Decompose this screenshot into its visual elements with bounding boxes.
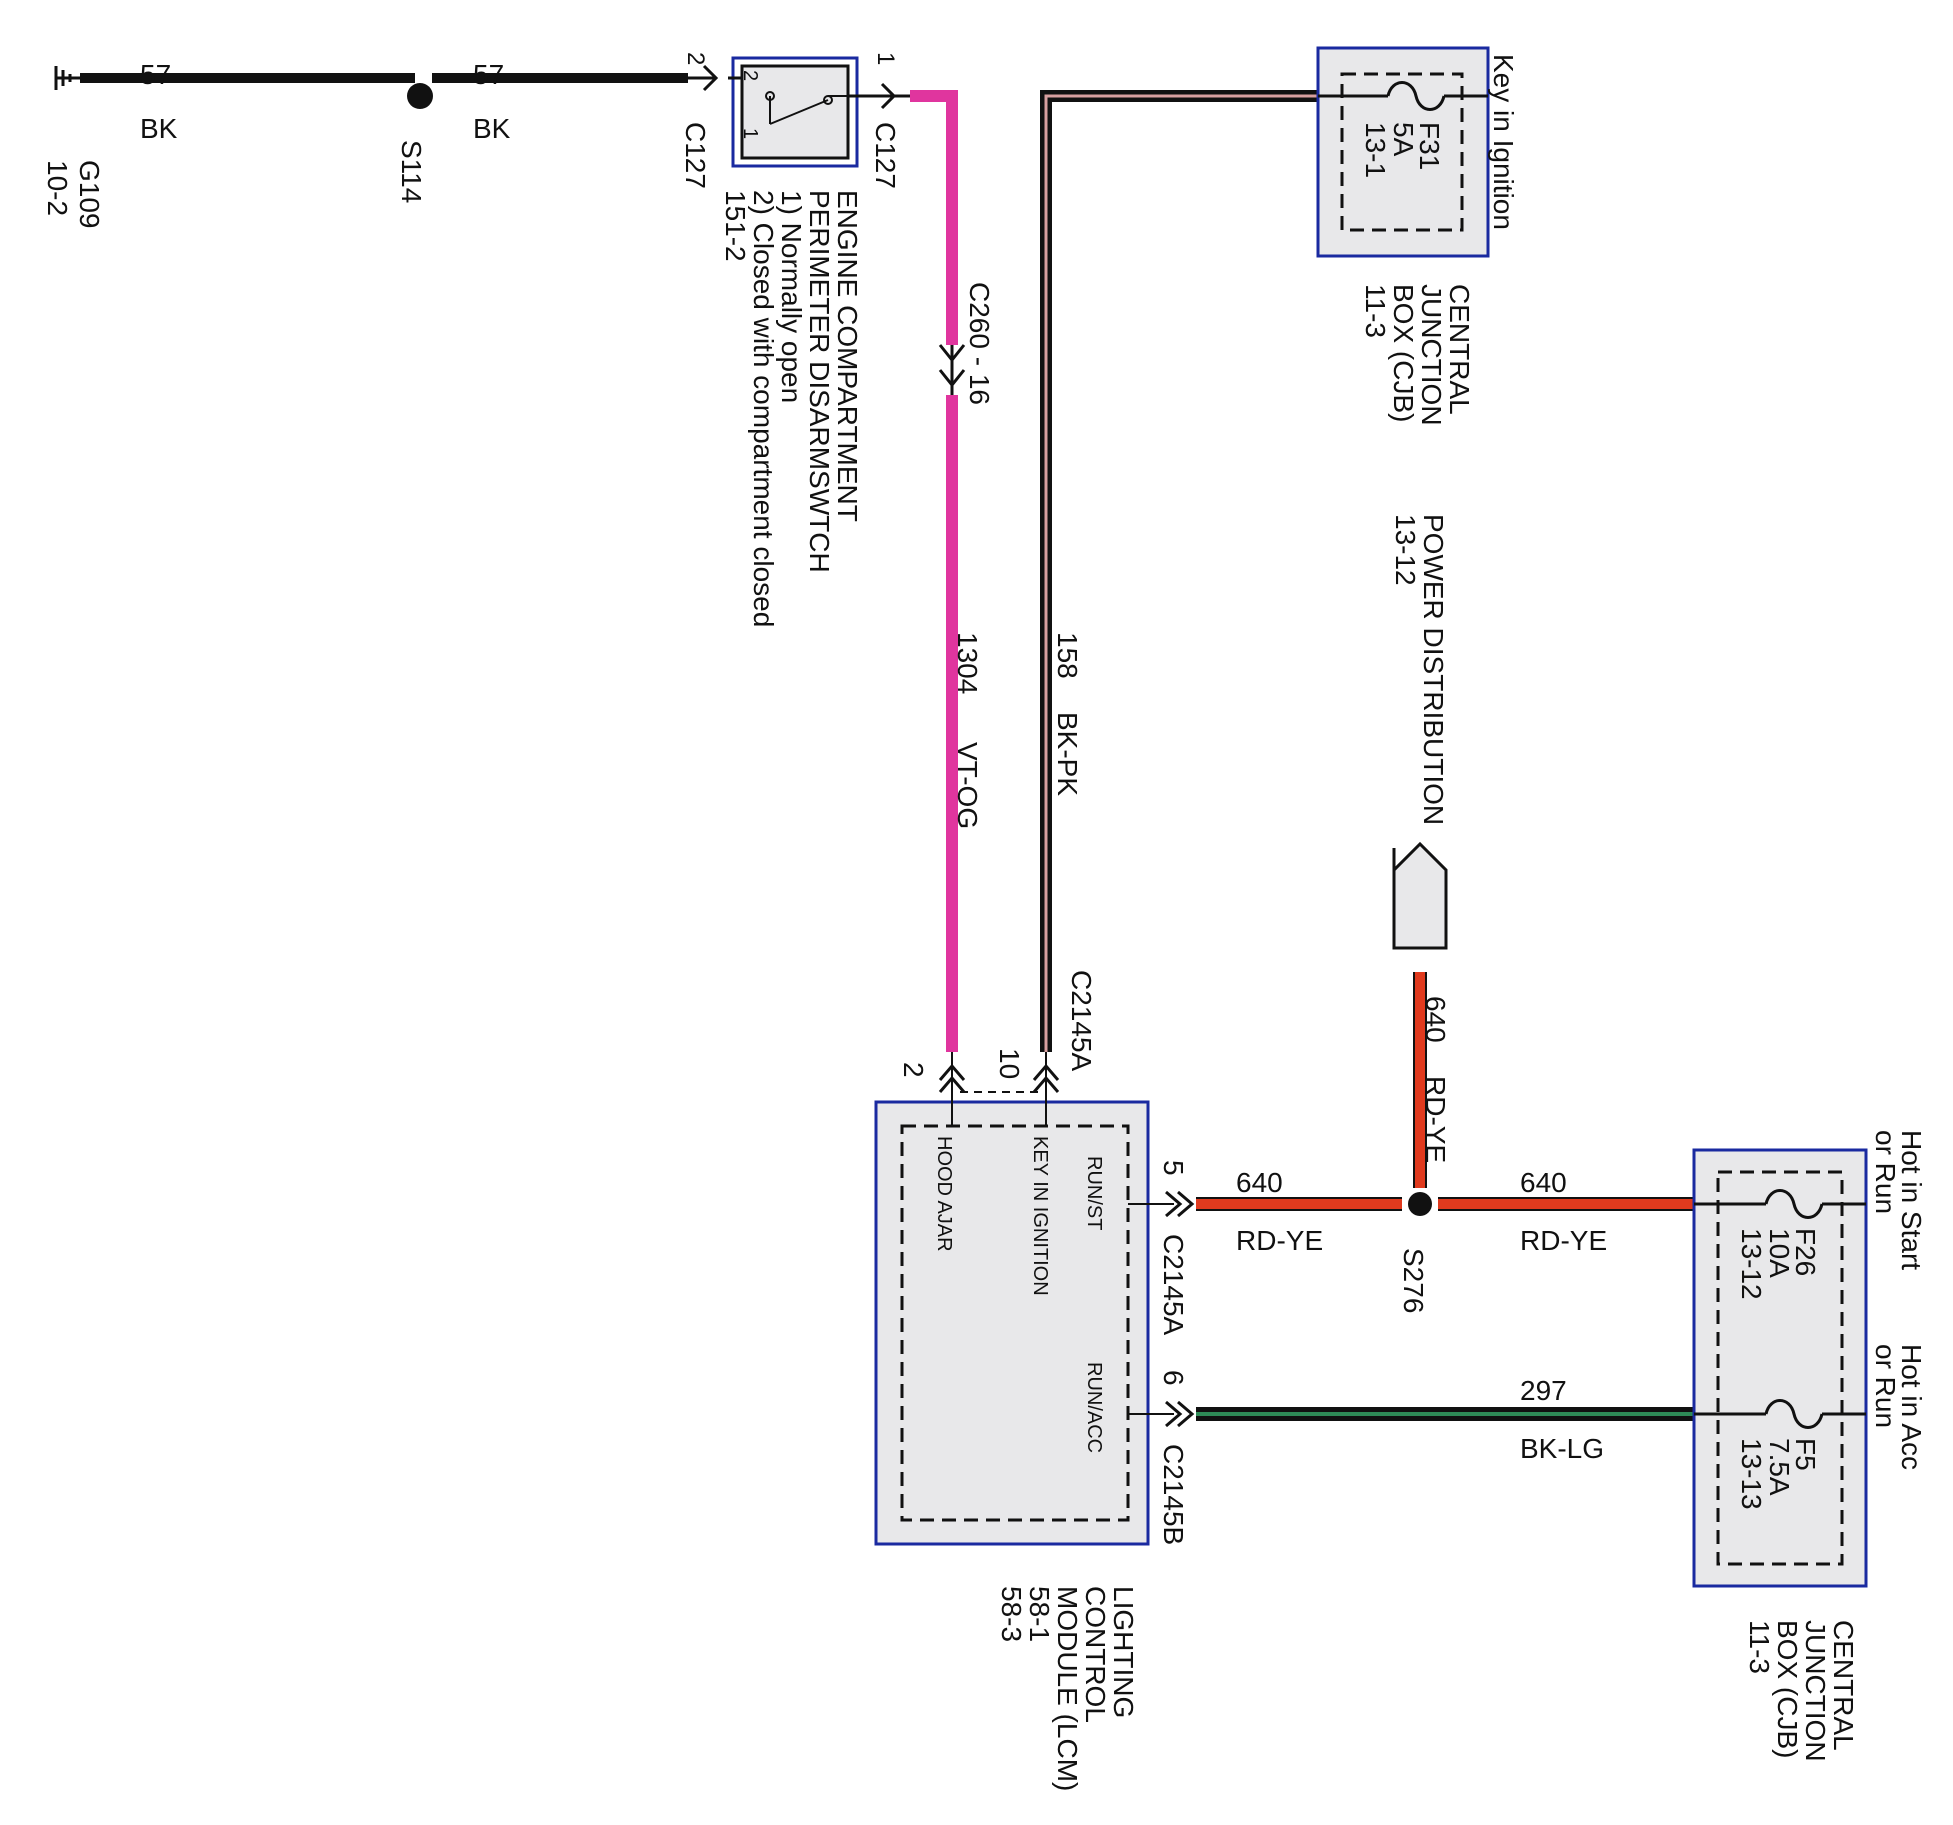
c127-right-label: C127: [870, 122, 901, 189]
c2145a-side-label: C2145A: [1158, 1234, 1189, 1336]
wire-1304: [910, 90, 958, 1052]
wire-57-color-left: BK: [140, 113, 178, 144]
c127-right-connector-icon: [870, 82, 910, 110]
splice-s276: [1408, 1192, 1432, 1216]
splice-s114: [407, 83, 433, 109]
cjb-top-title-2: JUNCTION: [1416, 284, 1447, 426]
cjb-bottom-title-2: JUNCTION: [1800, 1620, 1831, 1762]
c127-left-connector-icon: [688, 64, 719, 92]
lcm-label-runacc: RUN/ACC: [1083, 1362, 1105, 1453]
cjb-top-title-1: CENTRAL: [1444, 284, 1475, 415]
lcm-pin-2-connector-icon: [938, 1063, 966, 1093]
fuse-f26-ref: 13-12: [1736, 1228, 1767, 1300]
c127-left-label: C127: [680, 122, 711, 189]
cjb-top-ref: 11-3: [1360, 284, 1391, 338]
lcm-title-1: LIGHTING: [1108, 1586, 1139, 1718]
ground-id: G109: [74, 160, 105, 229]
wire-158-circuit: 158: [1052, 632, 1083, 679]
wire-640-circuit-left: 640: [1236, 1167, 1283, 1198]
lcm-label-hood: HOOD AJAR: [933, 1136, 955, 1252]
lcm-pin-2: 2: [898, 1062, 929, 1078]
c127-right-pin: 1: [872, 52, 899, 65]
fuse-f5-amps: 7.5A: [1764, 1438, 1795, 1496]
perimeter-disarm-switch: [728, 56, 882, 168]
c2145a-top-label: C2145A: [1066, 970, 1097, 1072]
fuse-f31-id: F31: [1414, 122, 1445, 170]
fuse-f31-feed: Key in Ignition: [1488, 54, 1519, 230]
cjb-bottom-title-1: CENTRAL: [1828, 1620, 1859, 1751]
lcm-label-runst: RUN/ST: [1083, 1156, 1105, 1230]
c260-connector-icon: [938, 344, 966, 395]
ground-symbol-icon: [54, 66, 80, 90]
wire-640-color-left: RD-YE: [1236, 1225, 1323, 1256]
wire-57-circuit-right: 57: [473, 59, 504, 90]
switch-note-1: 1) Normally open: [776, 190, 807, 403]
wire-640-circuit-right: 640: [1520, 1167, 1567, 1198]
lcm-pin-6-connector-icon: [1165, 1400, 1195, 1428]
cjb-bottom-box: [1692, 1148, 1868, 1588]
fuse-f31-icon: [1318, 81, 1488, 111]
ground-ref: 10-2: [42, 160, 73, 216]
fuse-f5-icon: [1694, 1399, 1866, 1429]
wire-158: [1040, 90, 1318, 1052]
fuse-f5-ref: 13-13: [1736, 1438, 1767, 1510]
c127-left-pin: 2: [682, 52, 709, 65]
wire-297-color: BK-LG: [1520, 1433, 1604, 1464]
c260-label: C260 - 16: [964, 282, 995, 405]
lcm-pin-5: 5: [1158, 1160, 1189, 1176]
wire-1304-color: VT-OG: [952, 742, 983, 829]
fuse-f26-icon: [1694, 1189, 1866, 1219]
switch-title-1: ENGINE COMPARTMENT: [832, 190, 863, 522]
lcm-box: [874, 1052, 1174, 1546]
fuse-f26-feed-2: or Run: [1870, 1130, 1901, 1214]
lcm-pin-10-connector-icon: [1032, 1063, 1060, 1093]
wire-57-color-right: BK: [473, 113, 511, 144]
wire-57-circuit-left: 57: [140, 59, 171, 90]
lcm-pin-10: 10: [994, 1048, 1025, 1079]
fuse-f31-ref: 13-1: [1360, 122, 1391, 178]
lcm-ref-1: 58-1: [1024, 1586, 1055, 1642]
wire-640-circuit-vertical: 640: [1420, 996, 1451, 1043]
fuse-f5-feed-1: Hot in Acc: [1896, 1344, 1927, 1470]
wire-1304-circuit: 1304: [952, 632, 983, 694]
c2145b-side-label: C2145B: [1158, 1444, 1189, 1545]
switch-title-2: PERIMETER DISARMSWTCH: [804, 190, 835, 573]
fuse-f26-id: F26: [1790, 1228, 1821, 1276]
cjb-top-title-3: BOX (CJB): [1388, 284, 1419, 422]
switch-pin-a: 2: [739, 70, 761, 81]
fuse-f26-feed-1: Hot in Start: [1896, 1130, 1927, 1270]
wire-640-color-right: RD-YE: [1520, 1225, 1607, 1256]
splice-s276-label: S276: [1398, 1248, 1429, 1313]
switch-note-2: 2) Closed with compartment closed: [748, 190, 779, 627]
lcm-pin-6: 6: [1158, 1370, 1189, 1386]
switch-pin-b: 1: [739, 128, 761, 139]
cjb-bottom-title-3: BOX (CJB): [1772, 1620, 1803, 1758]
switch-ref: 151-2: [720, 190, 751, 262]
fuse-f31-amps: 5A: [1388, 122, 1419, 157]
power-dist-ref: 13-12: [1390, 514, 1421, 586]
wire-640-color-vertical: RD-YE: [1420, 1076, 1451, 1163]
fuse-f5-feed-2: or Run: [1870, 1344, 1901, 1428]
lcm-pin-5-connector-icon: [1165, 1190, 1195, 1218]
lcm-title-2: CONTROL: [1080, 1586, 1111, 1723]
lcm-ref-2: 58-3: [996, 1586, 1027, 1642]
cjb-bottom-ref: 11-3: [1744, 1620, 1775, 1674]
splice-s114-label: S114: [396, 140, 427, 203]
wire-297-circuit: 297: [1520, 1375, 1567, 1406]
wire-158-color: BK-PK: [1052, 712, 1083, 796]
power-dist-arrow-icon: [1392, 841, 1448, 950]
lcm-label-key: KEY IN IGNITION: [1029, 1136, 1051, 1296]
power-dist-title: POWER DISTRIBUTION: [1418, 514, 1449, 825]
fuse-f26-amps: 10A: [1764, 1228, 1795, 1278]
lcm-title-3: MODULE (LCM): [1052, 1586, 1083, 1791]
fuse-f5-id: F5: [1790, 1438, 1821, 1471]
